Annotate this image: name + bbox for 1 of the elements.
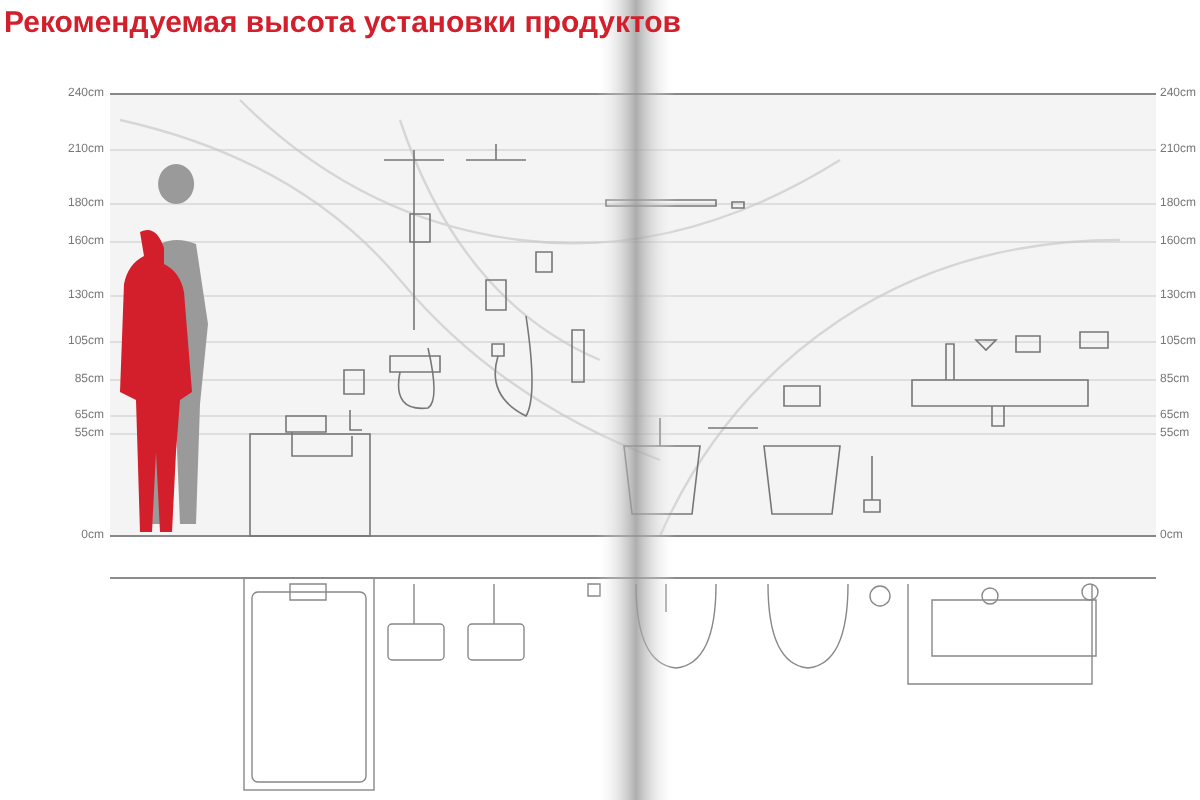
page-title: Рекомендуемая высота установки продуктов — [4, 4, 682, 44]
